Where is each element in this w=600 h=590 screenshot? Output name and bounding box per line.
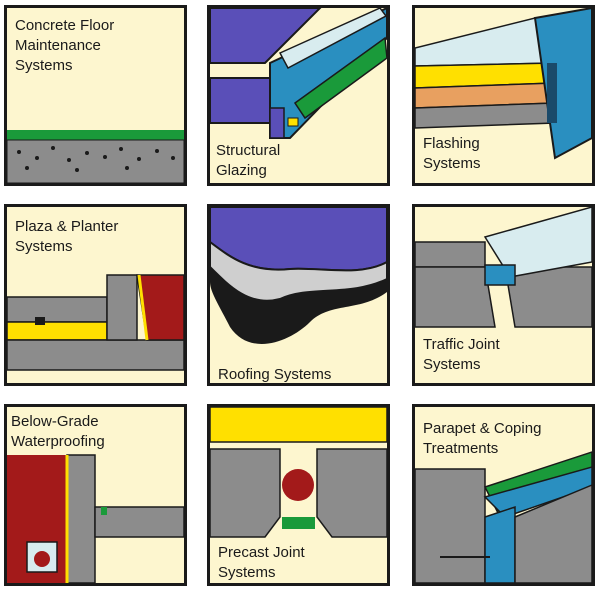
concrete-floor-illustration — [7, 130, 184, 183]
tile-label: Flashing Systems — [423, 135, 481, 172]
tile-label: Parapet & Coping Treatments — [423, 420, 542, 457]
tile-concrete-floor[interactable]: Concrete Floor Maintenance Systems — [4, 5, 187, 186]
tile-plaza-planter[interactable]: Plaza & Planter Systems — [4, 204, 187, 386]
parapet-coping-illustration — [415, 451, 592, 583]
tile-below-grade[interactable]: Below-Grade Waterproofing — [4, 404, 187, 586]
tile-label: Precast Joint Systems — [218, 544, 305, 581]
tile-parapet-coping[interactable]: Parapet & Coping Treatments — [412, 404, 595, 586]
tile-traffic-joint[interactable]: Traffic Joint Systems — [412, 204, 595, 386]
precast-joint-illustration — [210, 407, 387, 538]
tile-flashing[interactable]: Flashing Systems — [412, 5, 595, 186]
below-grade-illustration — [7, 454, 184, 583]
flashing-illustration — [415, 8, 592, 160]
tile-label: Plaza & Planter Systems — [15, 218, 119, 255]
tile-label: Roofing Systems — [218, 366, 332, 383]
tile-label: Structural Glazing — [216, 142, 281, 179]
tile-precast-joint[interactable]: Precast Joint Systems — [207, 404, 390, 586]
roofing-illustration — [210, 207, 387, 344]
traffic-joint-illustration — [415, 207, 592, 328]
tile-label: Concrete Floor Maintenance Systems — [15, 17, 115, 74]
plaza-planter-illustration — [7, 274, 184, 371]
tile-label: Below-Grade Waterproofing — [11, 413, 105, 450]
tile-structural-glazing[interactable]: Structural Glazing — [207, 5, 390, 186]
tile-roofing[interactable]: Roofing Systems — [207, 204, 390, 386]
tile-label: Traffic Joint Systems — [423, 336, 500, 373]
structural-glazing-illustration — [210, 8, 387, 139]
